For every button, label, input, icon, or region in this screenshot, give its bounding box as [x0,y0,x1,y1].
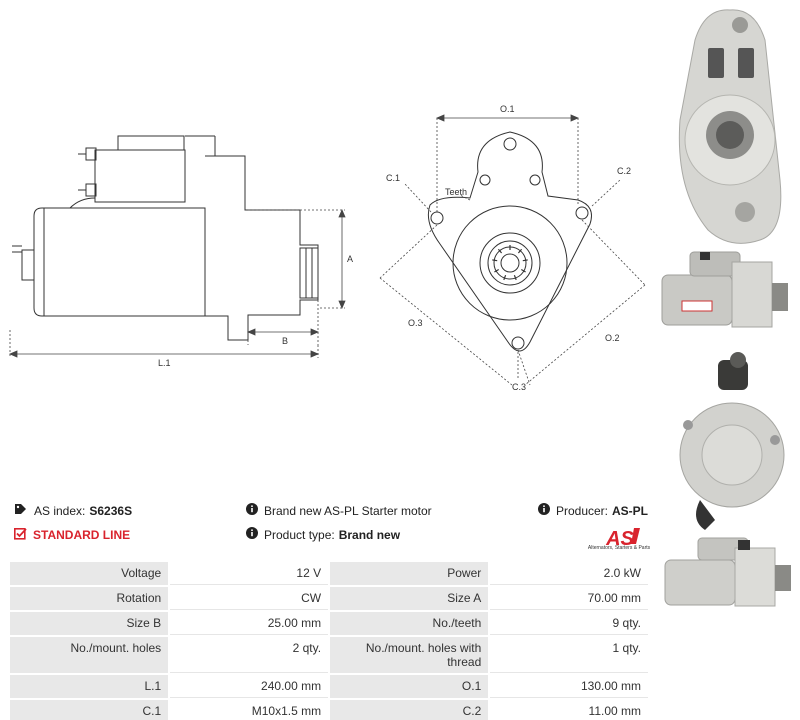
logo-tagline: Alternators, Starters & Parts [587,545,651,551]
spec-label: C.2 [330,700,489,720]
spec-value: 240.00 mm [170,675,329,698]
photo-side-view [661,251,788,328]
spec-label: Size A [330,587,489,610]
photo-front-view [678,9,782,244]
drive-housing [205,155,319,341]
line-label: STANDARD LINE [33,528,131,542]
spec-label: Voltage [10,562,169,585]
spec-label: L.1 [10,675,169,698]
spec-value: 130.00 mm [490,675,648,698]
dim-l1-label: L.1 [158,358,171,368]
spec-value: 11.00 mm [490,700,648,720]
description-text: Brand new AS-PL Starter motor [264,503,432,518]
spec-value: 2.0 kW [490,562,648,585]
info-icon [537,503,550,518]
drive-circle [452,205,568,321]
line-row: STANDARD LINE [14,527,130,543]
description-row: Brand new AS-PL Starter motor [246,503,432,518]
photo-side-view-alt [664,537,791,607]
motor-body [33,207,206,317]
pinion [299,247,319,299]
as-index-label: AS index: [34,503,86,518]
hole-c1 [430,211,444,225]
dim-o1-label: O.1 [500,104,515,114]
dim-o3-label: O.3 [408,318,423,328]
info-icon [246,527,258,542]
spec-value: 2 qty. [170,637,329,673]
spec-label: No./mount. holes with thread [330,637,489,673]
spec-value: CW [170,587,329,610]
spec-value: 70.00 mm [490,587,648,610]
spec-label: No./mount. holes [10,637,169,673]
spec-label: No./teeth [330,612,489,635]
technical-drawing: A B L.1 [8,104,646,392]
mounting-flange [427,131,592,352]
logo-mark: AS [605,528,634,550]
pinion-teeth [492,245,528,281]
product-type-label: Product type: [264,527,335,542]
as-index-row: AS index: S6236S [14,503,132,518]
photo-rear-view [679,352,785,530]
spec-label: Rotation [10,587,169,610]
spec-value: 12 V [170,562,329,585]
hole-c2 [575,206,589,220]
spec-value: 25.00 mm [170,612,329,635]
producer-row: Producer: AS-PL [537,503,648,518]
tag-icon [14,503,28,518]
dim-a-label: A [347,254,353,264]
dim-c1-label: C.1 [386,173,400,183]
as-pl-logo: AS [605,528,640,550]
spec-value: 9 qty. [490,612,648,635]
product-type-value: Brand new [338,527,401,542]
spec-label: C.1 [10,700,169,720]
hole-c3 [511,336,525,350]
spec-value: 1 qty. [490,637,648,673]
dim-c3-label: C.3 [512,382,526,392]
teeth-label: Teeth [445,187,467,197]
checkbox-icon [14,527,27,543]
spec-value: M10x1.5 mm [170,700,329,720]
product-photos [661,9,791,607]
dim-c2-label: C.2 [617,166,631,176]
spec-label: Size B [10,612,169,635]
producer-label: Producer: [555,503,608,518]
spec-label: O.1 [330,675,489,698]
dim-o2-label: O.2 [605,333,620,343]
spec-label: Power [330,562,489,585]
product-type-row: Product type: Brand new [246,527,400,542]
solenoid [94,149,186,203]
product-info: AS index: S6236S STANDARD LINE Brand new… [14,503,654,553]
producer-value: AS-PL [612,503,648,518]
as-index-value: S6236S [89,503,133,518]
info-icon [246,503,258,518]
dim-b-label: B [282,336,288,346]
